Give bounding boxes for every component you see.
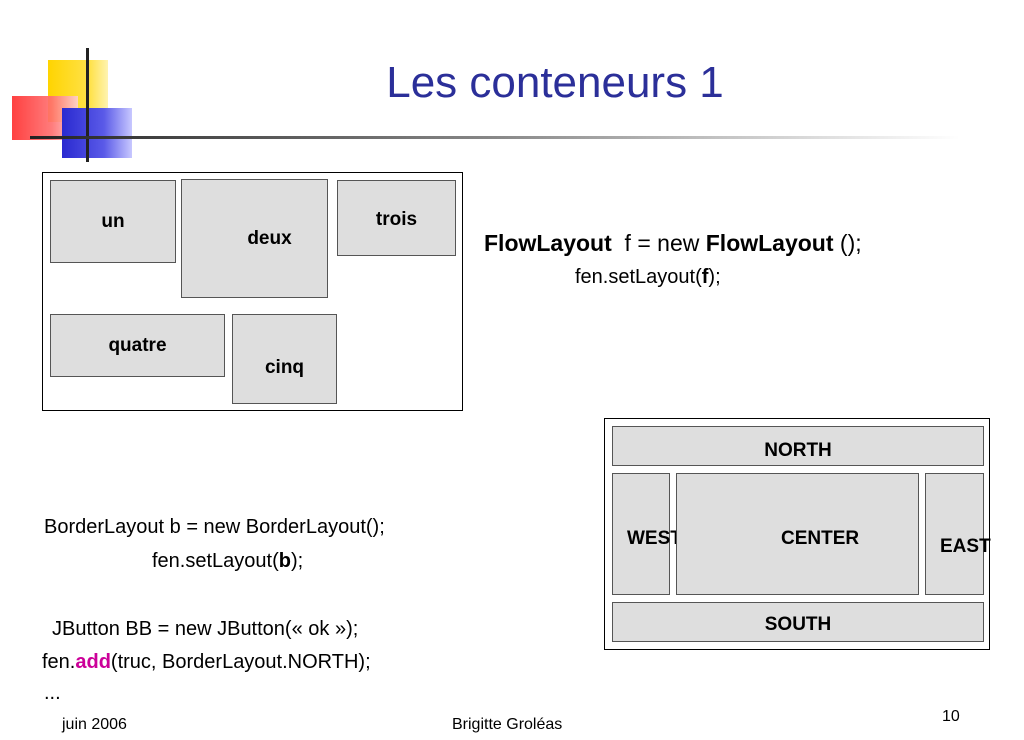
border-west-label: WEST bbox=[627, 528, 682, 549]
border-north: NORTH bbox=[612, 426, 984, 466]
border-east-label: EAST bbox=[940, 536, 991, 557]
border-code-pre: fen.setLayout( bbox=[152, 550, 279, 572]
flow-code-end: (); bbox=[833, 230, 862, 256]
border-code-post: ); bbox=[290, 550, 304, 572]
footer-date: juin 2006 bbox=[62, 716, 127, 733]
border-center: CENTER bbox=[676, 473, 919, 595]
flow-button-label: deux bbox=[247, 227, 292, 249]
border-code-add-post: (truc, BorderLayout.NORTH); bbox=[110, 651, 371, 673]
borderlayout-panel: NORTH WEST CENTER EAST SOUTH bbox=[604, 418, 991, 650]
flow-button-deux: deux bbox=[181, 179, 328, 298]
flow-code-keyword1: FlowLayout bbox=[484, 230, 612, 256]
border-code-line1: BorderLayout b = new BorderLayout(); bbox=[44, 516, 385, 538]
border-east: EAST bbox=[925, 473, 991, 595]
flow-button-quatre: quatre bbox=[50, 314, 225, 377]
flow-code-pre: fen.setLayout( bbox=[575, 266, 702, 288]
border-south: SOUTH bbox=[612, 602, 984, 642]
logo-vertical-line bbox=[86, 48, 89, 162]
border-south-label: SOUTH bbox=[764, 614, 832, 635]
border-center-label: CENTER bbox=[781, 528, 860, 549]
flow-code-post: ); bbox=[708, 266, 721, 288]
footer-author: Brigitte Groléas bbox=[452, 716, 563, 733]
border-code-var: b bbox=[278, 550, 291, 572]
logo-blue-square bbox=[62, 108, 132, 158]
title-underline-rule bbox=[30, 136, 960, 139]
flow-code-line1: FlowLayout f = new FlowLayout (); bbox=[484, 230, 862, 257]
border-code-line5: ... bbox=[44, 682, 61, 704]
border-code-line2: fen.setLayout(b); bbox=[152, 550, 303, 573]
border-code-line4: fen.add(truc, BorderLayout.NORTH); bbox=[42, 651, 371, 674]
flow-code-var: f bbox=[701, 266, 709, 288]
flow-button-label: cinq bbox=[264, 357, 305, 378]
flow-button-label: trois bbox=[375, 209, 418, 230]
flow-button-cinq: cinq bbox=[232, 314, 337, 404]
border-code-add-keyword: add bbox=[75, 651, 111, 673]
slide-title: Les conteneurs 1 bbox=[386, 58, 724, 107]
border-north-label: NORTH bbox=[764, 440, 832, 461]
border-code-add-pre: fen. bbox=[42, 651, 76, 673]
flow-button-label: un bbox=[101, 210, 125, 232]
flow-button-un: un bbox=[50, 180, 176, 263]
footer-page-number: 10 bbox=[942, 708, 960, 725]
flow-button-trois: trois bbox=[337, 180, 456, 256]
border-code-line3: JButton BB = new JButton(« ok »); bbox=[52, 618, 359, 640]
flow-button-label: quatre bbox=[108, 334, 167, 356]
flow-code-line2: fen.setLayout(f); bbox=[575, 266, 721, 289]
border-west: WEST bbox=[612, 473, 682, 595]
flow-code-keyword2: FlowLayout bbox=[705, 230, 834, 256]
flow-code-mid: f = new bbox=[611, 230, 706, 256]
flowlayout-panel: un deux trois quatre cinq bbox=[42, 172, 463, 411]
